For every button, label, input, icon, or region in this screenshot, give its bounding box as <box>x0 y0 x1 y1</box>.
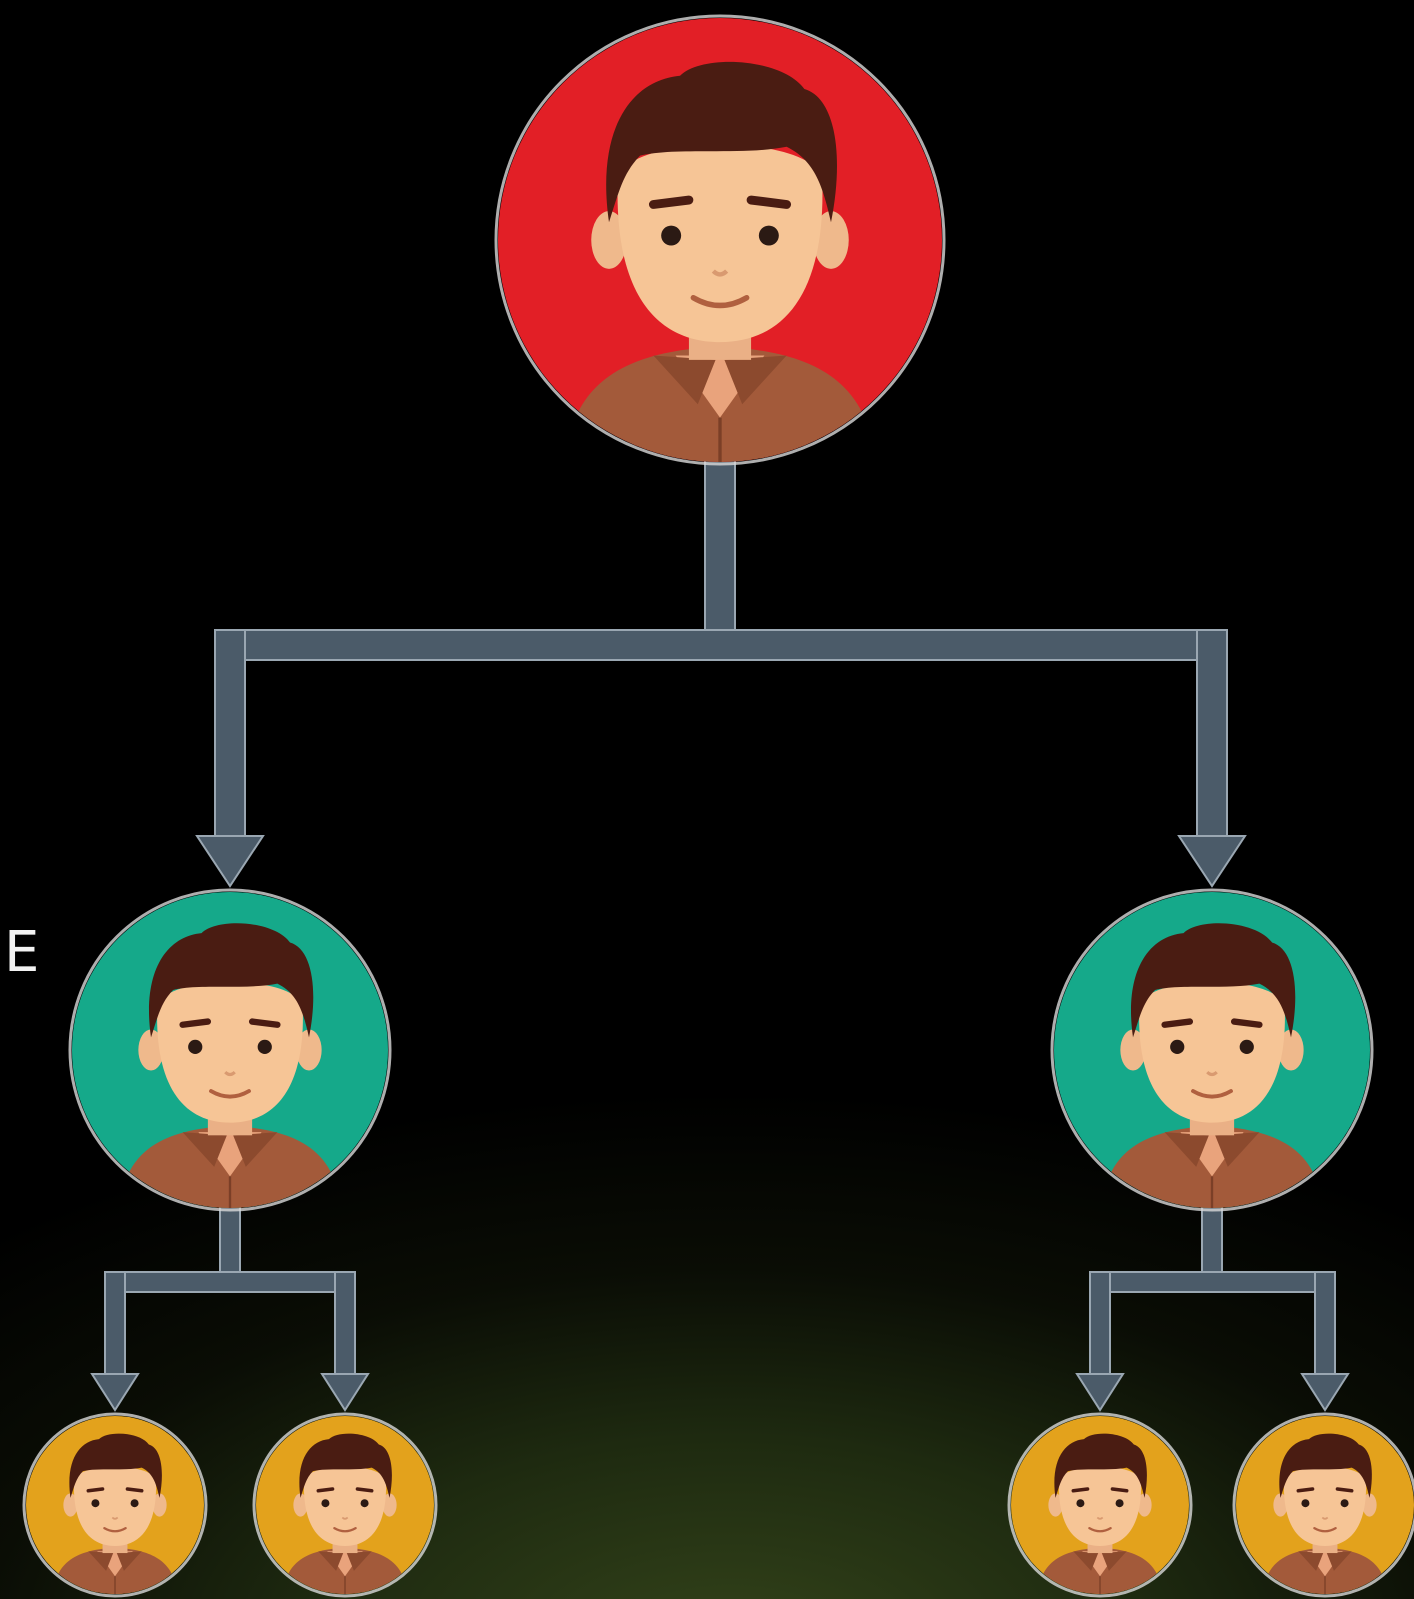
down-arrow-icon <box>90 1373 140 1412</box>
connector-root <box>195 455 1247 888</box>
connector-lines <box>90 455 1350 1412</box>
org-nodes <box>22 14 1414 1598</box>
node-manager-right <box>1050 888 1374 1212</box>
person-avatar-icon <box>564 61 876 462</box>
node-member-4 <box>1232 1412 1414 1598</box>
person-avatar-icon <box>52 1433 178 1594</box>
connector-manager-right <box>1075 1201 1350 1412</box>
person-avatar-icon <box>282 1433 408 1594</box>
connector-manager-left <box>90 1201 370 1412</box>
node-root <box>494 14 946 466</box>
down-arrow-icon <box>195 835 265 888</box>
node-member-3 <box>1007 1412 1193 1598</box>
down-arrow-icon <box>1075 1373 1125 1412</box>
person-avatar-icon <box>1037 1433 1163 1594</box>
down-arrow-icon <box>320 1373 370 1412</box>
down-arrow-icon <box>1300 1373 1350 1412</box>
edge-letter-e: E <box>4 920 40 985</box>
person-avatar-icon <box>1101 923 1323 1208</box>
node-manager-left <box>68 888 392 1212</box>
person-avatar-icon <box>119 923 341 1208</box>
node-member-2 <box>252 1412 438 1598</box>
node-member-1 <box>22 1412 208 1598</box>
person-avatar-icon <box>1262 1433 1388 1594</box>
down-arrow-icon <box>1177 835 1247 888</box>
